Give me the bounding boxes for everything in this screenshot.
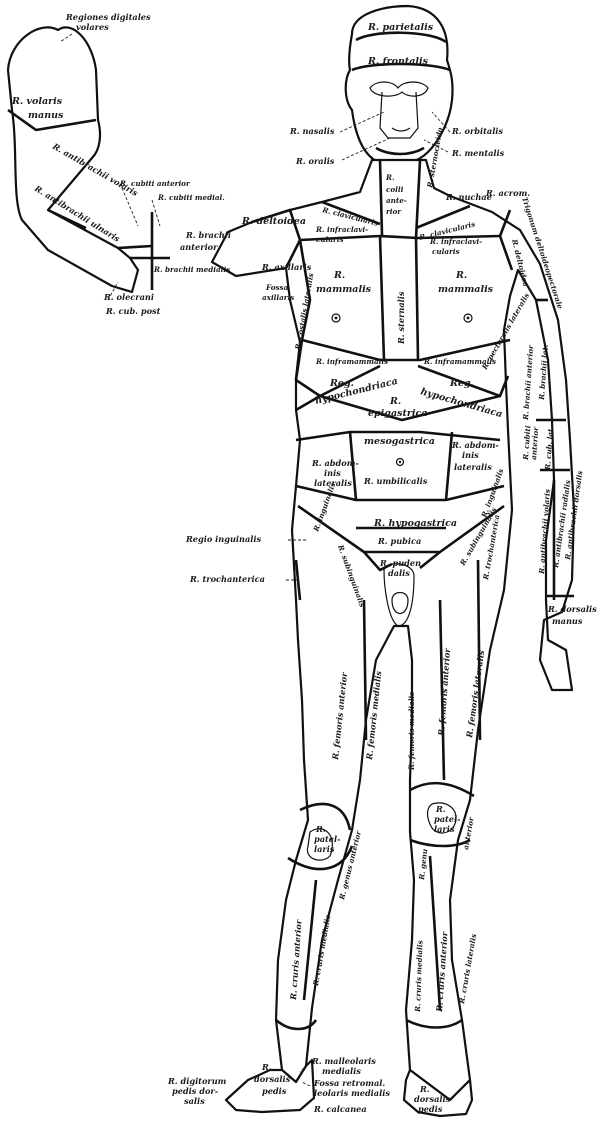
- label-brachii-anterior-2: anterior: [180, 242, 218, 252]
- label-mammalis-l-1: R.: [455, 270, 467, 281]
- label-regiones-digitales-2: volares: [76, 22, 109, 32]
- label-nuchae: R. nuchae: [445, 192, 492, 202]
- label-regiones-digitales-1: Regiones digitales: [65, 12, 151, 22]
- label-fossa-axillaris-2: axillaris: [262, 293, 294, 302]
- label-patellaris-r-1: R.: [315, 824, 326, 834]
- label-abdominis-lat-r-1: R. abdom-: [311, 458, 359, 468]
- label-malleolaris-2: medialis: [322, 1066, 361, 1076]
- label-fossa-retromal-2: leolaris medialis: [314, 1088, 390, 1098]
- label-epigastrica-2: epigastrica: [368, 408, 427, 419]
- label-pudendalis-1: R. puden: [379, 558, 421, 568]
- label-nasalis: R. nasalis: [289, 126, 335, 136]
- label-parietalis: R. parietalis: [367, 22, 434, 33]
- label-dorsalis-manus-2: manus: [552, 616, 583, 626]
- label-dorsalis-pedis-r-3: pedis: [262, 1086, 287, 1096]
- label-olecrani: R. olecrani: [103, 292, 154, 302]
- label-hypogastrica: R. hypogastrica: [373, 518, 457, 529]
- label-colli-anterior-1: R.: [385, 173, 394, 182]
- label-calcanea: R. calcanea: [313, 1104, 367, 1114]
- label-infraclavicularis-r-2: cularis: [316, 235, 344, 244]
- label-orbitalis: R. orbitalis: [451, 126, 503, 136]
- label-pudendalis-2: dalis: [388, 568, 410, 578]
- label-digitorum-pedis-3: salis: [184, 1096, 205, 1106]
- label-femoris-medialis-l: R. femoris medialis: [407, 692, 416, 771]
- label-regio-inguinalis: Regio inguinalis: [185, 534, 261, 544]
- label-cubiti-medial: R. cubiti medial.: [157, 193, 225, 202]
- label-brachii-medialis: R. brachii medialis: [153, 265, 230, 274]
- label-patellaris-r-3: laris: [314, 844, 335, 854]
- label-colli-anterior-2: colli: [386, 185, 404, 194]
- label-oralis: R. oralis: [295, 156, 335, 166]
- label-malleolaris-1: R. malleolaris: [311, 1056, 376, 1066]
- label-pubica: R. pubica: [377, 536, 421, 546]
- label-cubiti-anterior-right-2: anterior: [529, 426, 540, 461]
- label-patellaris-l-1: R.: [435, 804, 446, 814]
- label-abdominis-lat-l-2: inis: [462, 450, 479, 460]
- label-dorsalis-pedis-r-1: R.: [261, 1062, 272, 1072]
- label-infraclavicularis-l-1: R. infraclavi-: [429, 237, 482, 246]
- label-cubiti-anterior: R. cubiti anterior: [119, 179, 191, 188]
- label-infraclavicularis-l-2: cularis: [432, 247, 460, 256]
- label-axillaris: R. axillaris: [261, 262, 312, 272]
- label-mammalis-l-2: mammalis: [438, 284, 494, 295]
- label-colli-anterior-3: ante-: [386, 196, 407, 205]
- label-dorsalis-pedis-l-2: dorsalis: [414, 1094, 451, 1104]
- label-abdominis-lat-r-2: inis: [324, 468, 341, 478]
- label-dorsalis-pedis-l-3: pedis: [418, 1104, 443, 1114]
- label-cruris-lateralis-l: R. cruris lateralis: [457, 933, 478, 1005]
- label-volaris-manus-1: R. volaris: [11, 96, 63, 107]
- label-dorsalis-pedis-r-2: dorsalis: [254, 1074, 291, 1084]
- label-dorsalis-manus-1: R. dorsalis: [547, 604, 597, 614]
- label-digitorum-pedis-1: R. digitorum: [167, 1076, 227, 1086]
- label-deltoidea-left: R. deltoidea: [241, 216, 306, 227]
- label-mentalis: R. mentalis: [451, 148, 505, 158]
- label-patellaris-r-2: patel-: [314, 834, 341, 844]
- label-abdominis-lat-l-3: lateralis: [454, 462, 492, 472]
- label-patellaris-l-2: patel-: [434, 814, 461, 824]
- label-volaris-manus-2: manus: [28, 110, 64, 121]
- label-dorsalis-pedis-l-1: R.: [419, 1084, 430, 1094]
- label-patellaris-l-3: laris: [434, 824, 455, 834]
- label-colli-anterior-4: rior: [386, 207, 402, 216]
- label-trochanterica-left: R. trochanterica: [189, 574, 265, 584]
- label-brachii-anterior-right: R. brachii anterior: [521, 344, 535, 422]
- label-mammalis-r-1: R.: [333, 270, 345, 281]
- label-sternalis: R. sternalis: [396, 291, 406, 345]
- label-hypochondriaca-l-1: Reg.: [449, 378, 474, 389]
- label-fossa-axillaris-1: Fossa: [265, 283, 289, 292]
- label-infraclavicularis-r-1: R. infraclavi-: [315, 225, 368, 234]
- label-digitorum-pedis-2: pedis dor-: [172, 1086, 219, 1096]
- label-epigastrica-1: R.: [389, 396, 401, 407]
- label-inframammalis-right: R. inframammalis: [315, 357, 388, 366]
- label-frontalis: R. frontalis: [367, 56, 429, 67]
- label-umbilicalis: R. umbilicalis: [363, 476, 428, 486]
- label-fossa-retromal-1: Fossa retromal.: [313, 1078, 385, 1088]
- label-brachii-anterior-1: R. brachii: [185, 230, 231, 240]
- label-abdominis-lat-l-1: R. abdom-: [451, 440, 499, 450]
- label-mesogastrica: mesogastrica: [364, 436, 435, 447]
- label-mammalis-r-2: mammalis: [316, 284, 372, 295]
- label-cub-post: R. cub. post: [105, 306, 161, 316]
